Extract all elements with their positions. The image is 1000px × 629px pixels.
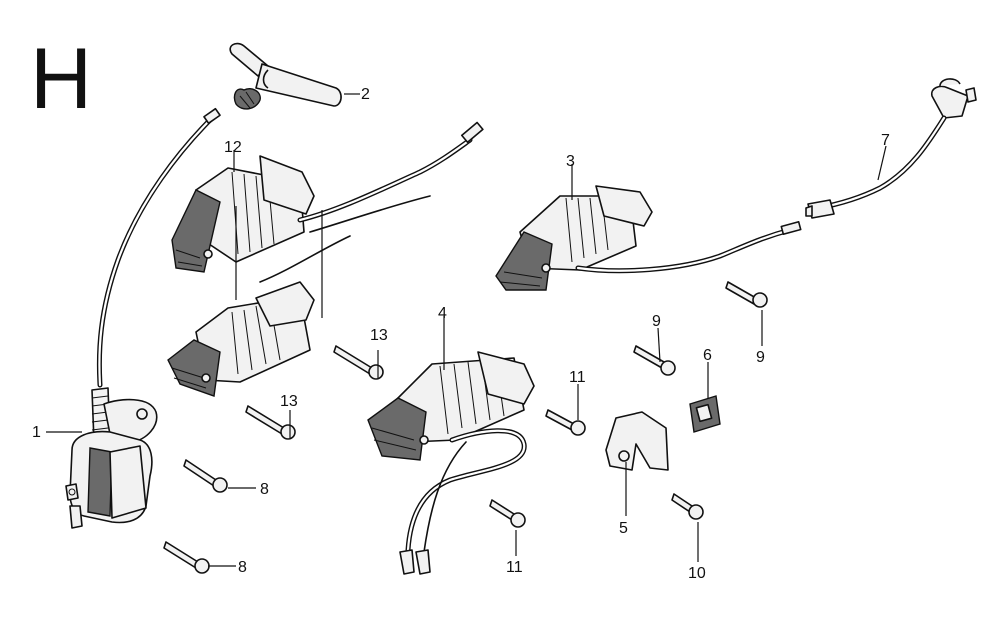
- bolt-part-13-lower[interactable]: [245, 405, 296, 440]
- callout-9b: 9: [756, 349, 765, 366]
- callout-1: 1: [32, 424, 41, 441]
- callout-11a: 11: [569, 369, 586, 386]
- leader-lines: [46, 93, 887, 567]
- bolt-part-10[interactable]: [671, 493, 704, 520]
- callout-labels: 1 2 3 4 5 6 7 8 8 9 9 10 11 11 12 13 13: [32, 86, 890, 582]
- callout-3: 3: [566, 153, 575, 170]
- charge-coil-lower[interactable]: [167, 206, 351, 397]
- pulser-coil-part-4[interactable]: [367, 351, 535, 575]
- bolt-part-9-left[interactable]: [633, 345, 676, 376]
- callout-8a: 8: [260, 481, 269, 498]
- charge-coil-part-12[interactable]: [171, 121, 484, 273]
- callout-10: 10: [688, 565, 706, 582]
- bolt-part-11-lower[interactable]: [489, 499, 526, 528]
- bolt-part-8-lower[interactable]: [163, 541, 210, 574]
- callout-12: 12: [224, 139, 242, 156]
- bolt-part-13-upper[interactable]: [333, 345, 384, 380]
- callout-13a: 13: [370, 327, 388, 344]
- spark-plug-cap-part-2[interactable]: [229, 42, 342, 110]
- callout-5: 5: [619, 520, 628, 537]
- callout-13b: 13: [280, 393, 298, 410]
- lead-wire-part-7[interactable]: [805, 78, 977, 219]
- bolt-part-9-right[interactable]: [725, 281, 768, 308]
- bolt-part-11-upper[interactable]: [545, 409, 586, 436]
- callout-11b: 11: [506, 559, 523, 576]
- bracket-part-5[interactable]: [605, 411, 669, 471]
- callout-7: 7: [881, 132, 890, 149]
- callout-6: 6: [703, 347, 712, 364]
- callout-2: 2: [361, 86, 370, 103]
- section-letter: H: [30, 31, 93, 127]
- bolt-part-8-upper[interactable]: [183, 459, 228, 493]
- callout-8b: 8: [238, 559, 247, 576]
- callout-4: 4: [438, 305, 447, 322]
- callout-9a: 9: [652, 313, 661, 330]
- ignition-coil-part-1[interactable]: [65, 107, 221, 529]
- exciter-coil-part-3[interactable]: [495, 185, 802, 291]
- nut-plate-part-6[interactable]: [689, 395, 721, 433]
